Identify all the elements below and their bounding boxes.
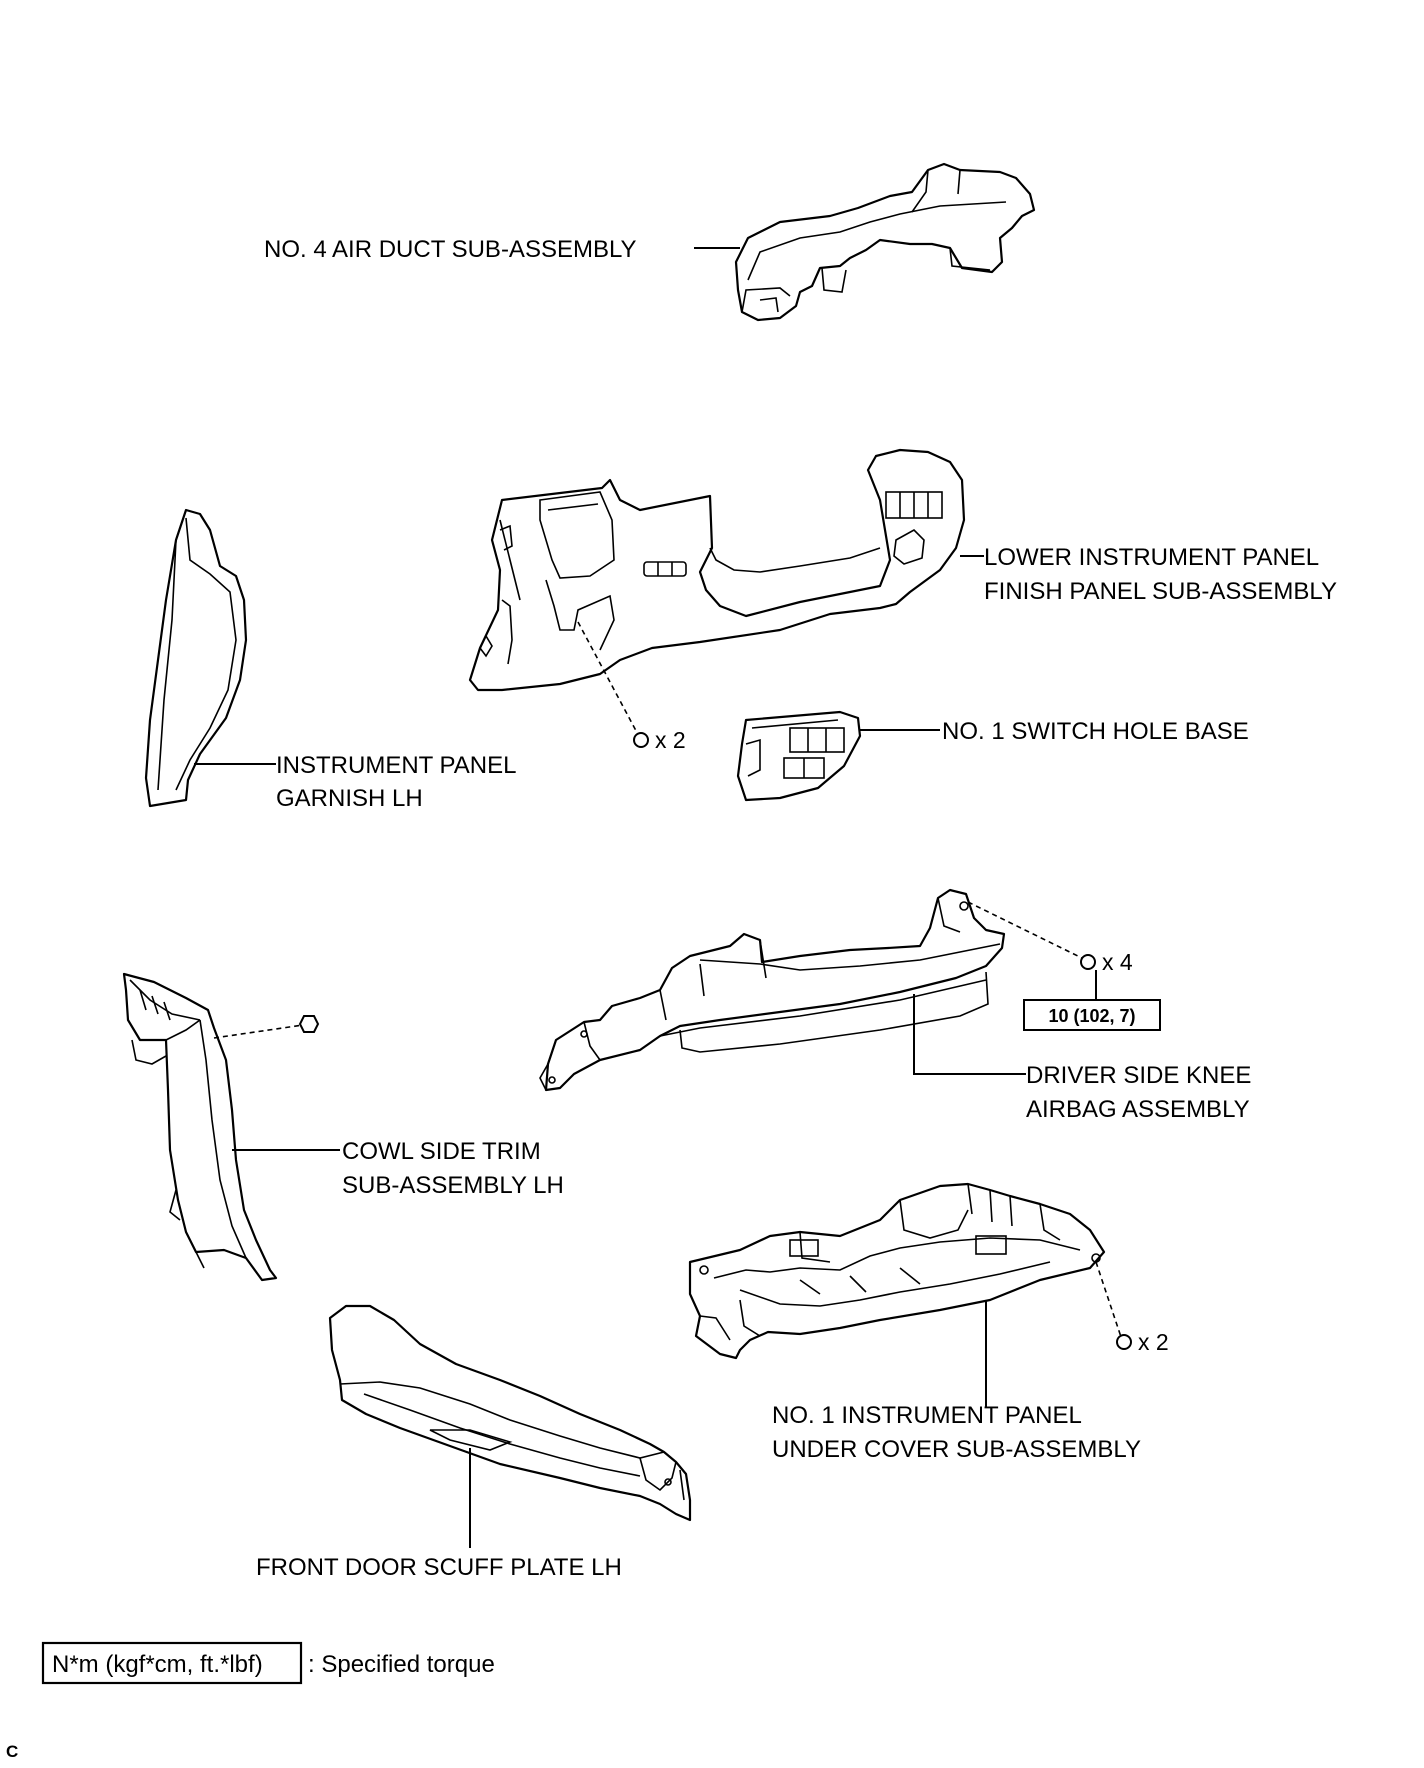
cowl-trim-label-line1: COWL SIDE TRIM	[342, 1138, 541, 1165]
torque-box	[1023, 999, 1161, 1031]
scuff-plate-label: FRONT DOOR SCUFF PLATE LH	[256, 1554, 622, 1581]
knee-airbag-bolt-qty: x 4	[1102, 949, 1133, 975]
finish-panel-screw-icon	[633, 732, 649, 748]
cowl-trim-label-line2: SUB-ASSEMBLY LH	[342, 1172, 564, 1199]
scuff-plate-drawing	[328, 1304, 692, 1522]
finish-panel-screw-qty: x 2	[655, 727, 686, 753]
under-cover-label-line2: UNDER COVER SUB-ASSEMBLY	[772, 1436, 1141, 1463]
switch-hole-base-label: NO. 1 SWITCH HOLE BASE	[942, 718, 1249, 745]
knee-airbag-drawing	[539, 888, 1006, 1092]
under-cover-screw-qty: x 2	[1138, 1329, 1169, 1355]
knee-airbag-torque-value: 10 (102, 7)	[1048, 1006, 1135, 1026]
air-duct-drawing	[734, 162, 1036, 322]
legend-description: : Specified torque	[308, 1651, 495, 1678]
switch-hole-base-drawing	[736, 710, 862, 802]
knee-airbag-label-line1: DRIVER SIDE KNEE	[1026, 1062, 1251, 1089]
knee-airbag-bolt-icon	[1080, 954, 1096, 970]
legend-units-box	[41, 1641, 303, 1685]
lower-panel-label-line1: LOWER INSTRUMENT PANEL	[984, 544, 1319, 571]
knee-airbag-label-line2: AIRBAG ASSEMBLY	[1026, 1096, 1250, 1123]
under-cover-screw-icon	[1116, 1334, 1132, 1350]
cowl-trim-drawing	[122, 972, 278, 1282]
under-cover-drawing	[688, 1182, 1106, 1360]
legend-units-text: N*m (kgf*cm, ft.*lbf)	[52, 1651, 263, 1678]
lower-panel-drawing	[468, 448, 966, 692]
cowl-trim-clip-icon	[298, 1015, 320, 1033]
under-cover-label-line1: NO. 1 INSTRUMENT PANEL	[772, 1402, 1082, 1429]
corner-mark: C	[6, 1742, 18, 1761]
garnish-label-line1: INSTRUMENT PANEL	[276, 752, 516, 779]
air-duct-label: NO. 4 AIR DUCT SUB-ASSEMBLY	[264, 236, 637, 263]
garnish-drawing	[144, 508, 248, 808]
garnish-label-line2: GARNISH LH	[276, 785, 423, 812]
lower-panel-label-line2: FINISH PANEL SUB-ASSEMBLY	[984, 578, 1337, 605]
